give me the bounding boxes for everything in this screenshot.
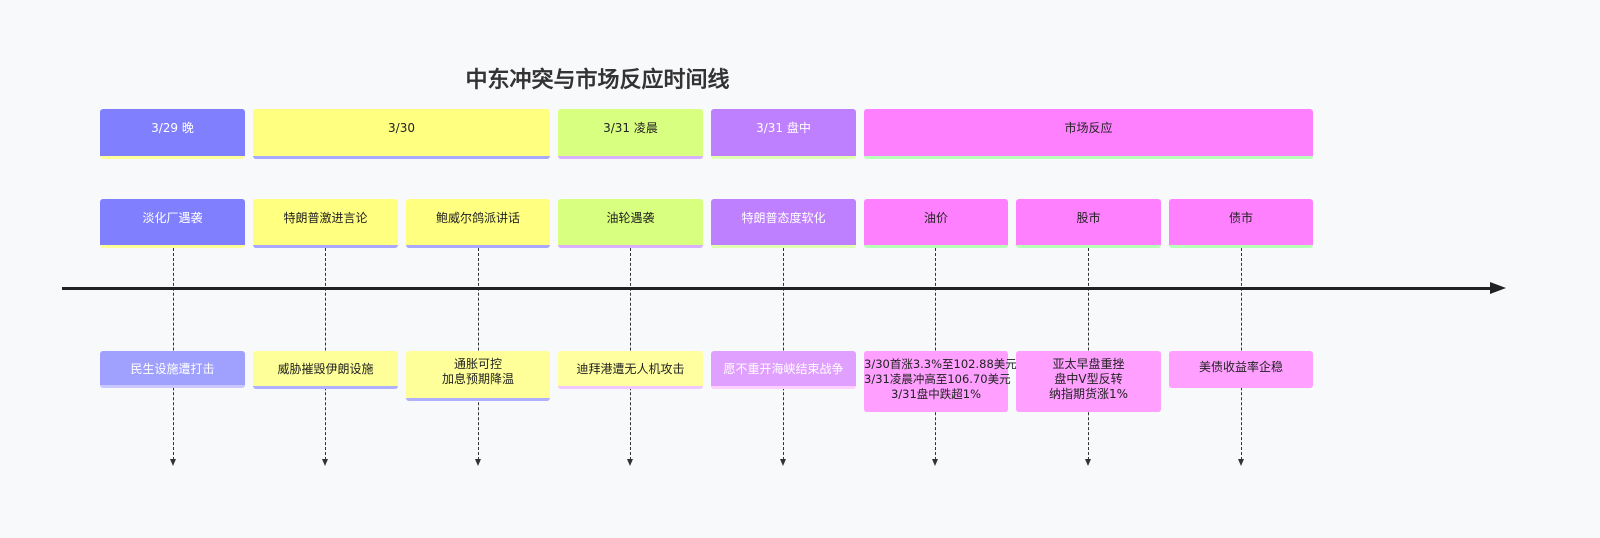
event-powell-dovish-speech: 鲍威尔鸽派讲话 <box>406 199 550 248</box>
event-bond-market: 债市 <box>1169 199 1313 248</box>
detail-text: 3/31凌晨冲高至106.70美元 <box>864 372 1011 386</box>
arrow-down-icon <box>170 459 176 466</box>
detail-text: 民生设施遭打击 <box>130 362 215 376</box>
arrow-down-icon <box>932 459 938 466</box>
timeline-arrow-icon <box>1490 282 1506 294</box>
detail-text: 加息预期降温 <box>441 372 514 386</box>
detail-box: 迪拜港遭无人机攻击 <box>558 351 703 389</box>
detail-text: 纳指期货涨1% <box>1048 387 1129 401</box>
diagram-title: 中东冲突与市场反应时间线 <box>465 68 730 93</box>
detail-text: 盘中V型反转 <box>1054 372 1123 386</box>
section-3-30: 3/30 <box>253 109 550 159</box>
arrow-down-icon <box>780 459 786 466</box>
event-oil-price: 油价 <box>864 199 1008 248</box>
detail-box: 威胁摧毁伊朗设施 <box>253 351 398 389</box>
detail-box: 通胀可控加息预期降温 <box>406 351 550 401</box>
detail-text: 美债收益率企稳 <box>1198 360 1283 374</box>
arrow-down-icon <box>322 459 328 466</box>
arrow-down-icon <box>1085 459 1091 466</box>
event-trump-softening: 特朗普态度软化 <box>711 199 856 248</box>
detail-text: 威胁摧毁伊朗设施 <box>277 362 374 376</box>
detail-text: 愿不重开海峡结束战争 <box>723 362 844 376</box>
section-3-31-intraday: 3/31 盘中 <box>711 109 856 159</box>
event-stock-market: 股市 <box>1016 199 1161 248</box>
detail-text: 3/30首涨3.3%至102.88美元 <box>864 357 1017 371</box>
timeline-axis <box>62 287 1494 290</box>
detail-text: 3/31盘中跌超1% <box>890 387 982 401</box>
event-tanker-attack: 油轮遇袭 <box>558 199 703 248</box>
section-3-31-early-morning: 3/31 凌晨 <box>558 109 703 159</box>
arrow-down-icon <box>627 459 633 466</box>
event-trump-aggressive-remarks: 特朗普激进言论 <box>253 199 398 248</box>
section-market-reaction: 市场反应 <box>864 109 1313 159</box>
detail-box: 愿不重开海峡结束战争 <box>711 351 856 389</box>
detail-text: 通胀可控 <box>453 357 502 371</box>
event-desalination-plant-attack: 淡化厂遇袭 <box>100 199 245 248</box>
detail-box: 亚太早盘重挫盘中V型反转纳指期货涨1% <box>1016 351 1161 412</box>
arrow-down-icon <box>1238 459 1244 466</box>
detail-box: 民生设施遭打击 <box>100 351 245 388</box>
section-3-29-evening: 3/29 晚 <box>100 109 245 159</box>
detail-box: 美债收益率企稳 <box>1169 351 1313 388</box>
detail-text: 亚太早盘重挫 <box>1052 357 1125 371</box>
arrow-down-icon <box>475 459 481 466</box>
detail-text: 迪拜港遭无人机攻击 <box>576 362 685 376</box>
